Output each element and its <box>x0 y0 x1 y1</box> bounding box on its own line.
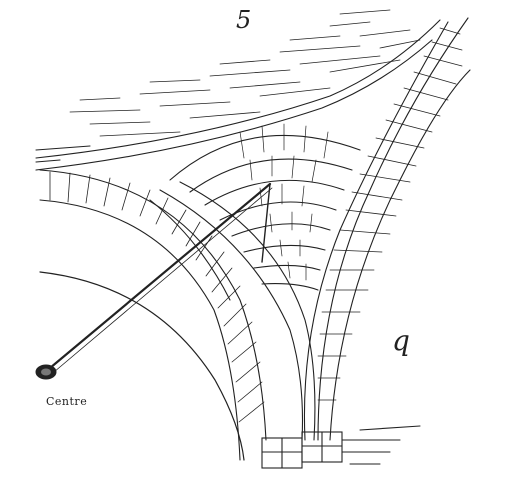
web-course <box>231 223 331 237</box>
web-course <box>169 135 361 181</box>
rib-tick <box>261 183 271 263</box>
centre-label: Centre <box>46 395 88 408</box>
web-course <box>189 158 353 193</box>
left-arch-joints <box>49 171 265 423</box>
left-wall-fragment <box>35 145 91 163</box>
diagonal-rib-outer <box>159 189 304 441</box>
web-course <box>204 179 345 206</box>
figure-number: 5 <box>236 6 252 34</box>
plumb-bob <box>35 364 57 380</box>
right-rib-joints <box>317 27 463 401</box>
wall-arch <box>35 19 441 159</box>
left-arch-inner <box>39 199 241 461</box>
centre-rod <box>48 182 272 370</box>
left-arch-ring <box>149 199 231 301</box>
centre-rod-edge <box>53 187 273 373</box>
web-course <box>253 264 321 271</box>
pier-base <box>261 425 421 469</box>
rubble-hatching <box>69 9 421 137</box>
web-course <box>243 244 326 253</box>
web-course <box>261 283 319 291</box>
diagonal-rib-inner <box>179 181 316 441</box>
right-rib-inner <box>329 69 471 441</box>
figure-side-mark: q <box>392 324 410 357</box>
right-rib-outer <box>317 17 469 441</box>
centre-arc <box>39 271 245 461</box>
wall-arch-2 <box>35 39 433 171</box>
web-joints <box>239 123 329 281</box>
